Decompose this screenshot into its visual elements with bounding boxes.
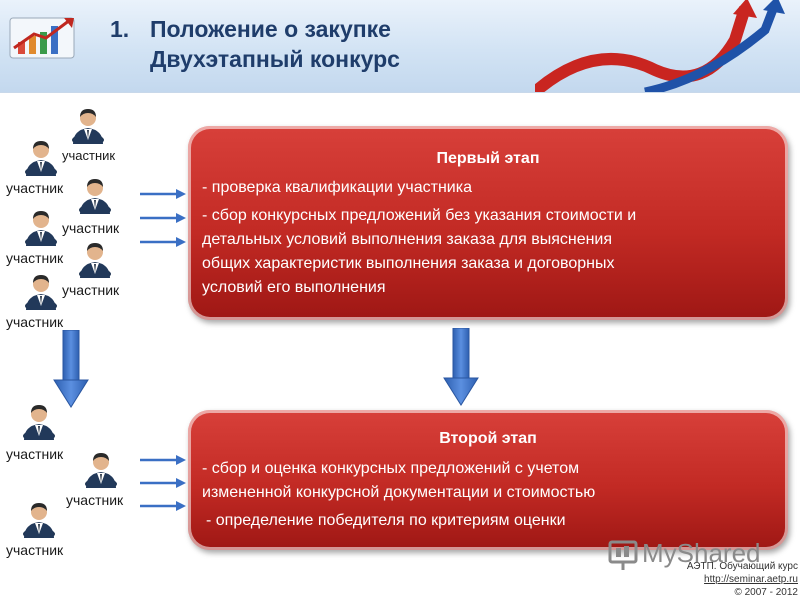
myshared-watermark: MyShared — [606, 536, 771, 574]
stage-one-line: детальных условий выполнения заказа для … — [202, 231, 613, 248]
swoosh-arrows-graphic — [535, 0, 785, 92]
stage-two-title: Второй этап — [439, 430, 537, 447]
participant-icon — [78, 176, 112, 214]
participant-label: участник — [62, 148, 116, 163]
stage-one-title: Первый этап — [436, 150, 540, 167]
arrow-down-icon — [53, 330, 89, 408]
title-subtitle: Двухэтапный конкурс — [150, 46, 400, 72]
brand-text: MyShared — [642, 538, 761, 568]
arrow-right-icon — [140, 477, 186, 489]
participant-icon — [24, 208, 58, 246]
title-main: Положение о закупке — [150, 16, 391, 42]
participant-label: участник — [6, 250, 64, 266]
participant-icon — [24, 272, 58, 310]
participant-icon — [84, 450, 118, 488]
participant-icon — [24, 138, 58, 176]
participant-icon — [78, 240, 112, 278]
arrow-right-icon — [140, 188, 186, 200]
stage-one-line: - проверка квалификации участника — [202, 179, 472, 196]
header-band: 1. Положение о закупке Двухэтапный конкур… — [0, 0, 800, 93]
footer-link[interactable]: http://seminar.aetp.ru — [704, 574, 798, 585]
participant-label: участник — [6, 180, 64, 196]
footer-course: АЭТП. Обучающий курс — [686, 561, 798, 572]
arrow-right-icon — [140, 212, 186, 224]
footer: АЭТП. Обучающий курс http://seminar.aetp… — [687, 560, 798, 599]
arrow-down-icon — [443, 328, 479, 406]
arrow-right-icon — [140, 454, 186, 466]
stage-one-line: условий его выполнения — [202, 279, 386, 296]
arrow-right-icon — [140, 236, 186, 248]
page-title: 1. Положение о закупке Двухэтапный конкур… — [110, 14, 400, 74]
participant-label: участник — [6, 542, 64, 558]
stage-one-line: общих характеристик выполнения заказа и … — [202, 255, 615, 272]
participant-label: участник — [62, 220, 120, 236]
growth-chart-icon — [4, 8, 84, 64]
stage-one-panel: Первый этап - проверка квалификации учас… — [188, 126, 788, 320]
participant-icon — [71, 106, 105, 144]
title-number: 1. — [110, 16, 130, 42]
stage-two-line: измененной конкурсной документации и сто… — [202, 484, 596, 501]
footer-copyright: © 2007 - 2012 — [734, 587, 798, 598]
arrow-right-icon — [140, 500, 186, 512]
participant-label: участник — [62, 282, 120, 298]
stage-one-line: - сбор конкурсных предложений без указан… — [202, 207, 637, 224]
participant-icon — [22, 500, 56, 538]
participant-label: участник — [66, 492, 124, 508]
participant-label: участник — [6, 446, 64, 462]
stage-two-line: - определение победителя по критериям оц… — [206, 512, 566, 529]
stage-two-panel: Второй этап - сбор и оценка конкурсных п… — [188, 410, 788, 550]
participant-icon — [22, 402, 56, 440]
stage-two-line: - сбор и оценка конкурсных предложений с… — [202, 460, 580, 477]
participant-label: участник — [6, 314, 64, 330]
